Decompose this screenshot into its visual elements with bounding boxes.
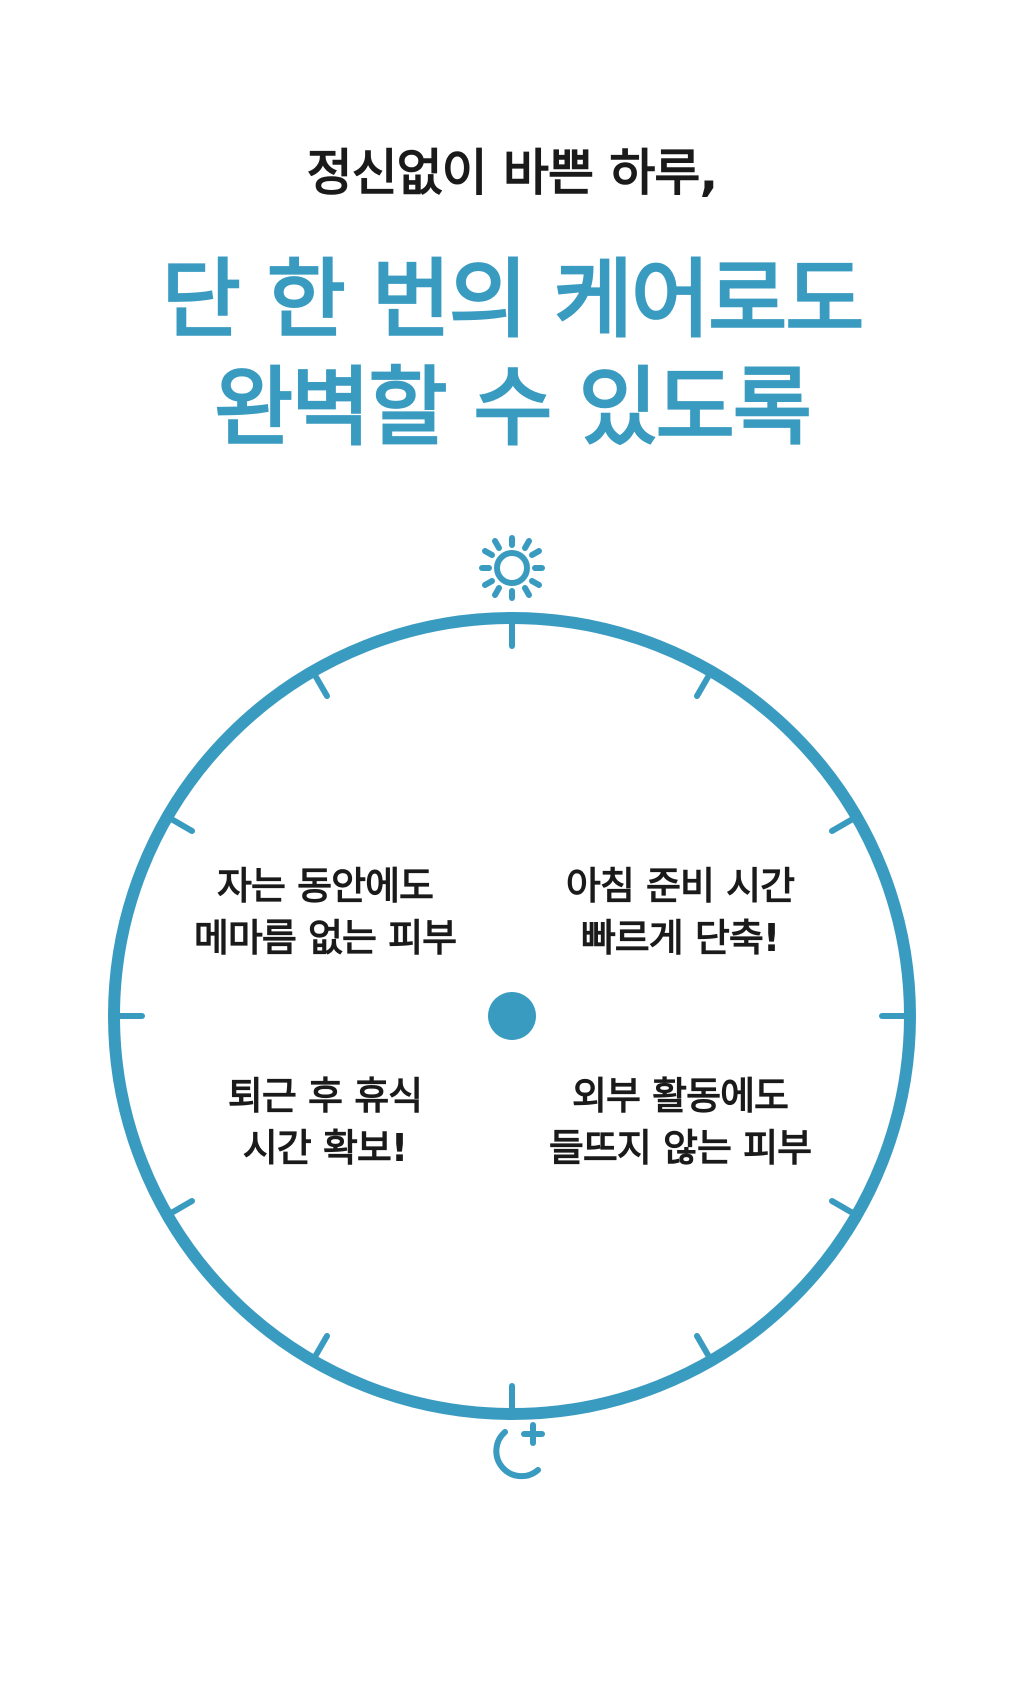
clock-ticks — [117, 621, 907, 1411]
clock-center-dot — [488, 992, 536, 1040]
moon-star-icon — [493, 1422, 545, 1480]
main-title-line-2: 완벽할 수 있도록 — [214, 358, 812, 458]
tick-8 — [170, 1198, 195, 1215]
quadrant-top-right-line-2: 빠르게 단축! — [580, 916, 780, 960]
tick-1 — [694, 674, 711, 699]
tick-11 — [313, 674, 330, 699]
tick-7 — [313, 1333, 330, 1358]
quadrant-top-left-line-2: 메마름 없는 피부 — [193, 916, 457, 960]
quadrant-top-left-line-1: 자는 동안에도 — [217, 864, 434, 908]
clock-ring — [108, 612, 916, 1420]
tick-10 — [170, 817, 195, 834]
quadrant-top-right-text: 아침 준비 시간 빠르게 단축! — [520, 860, 840, 964]
quadrant-bottom-right-text: 외부 활동에도 들뜨지 않는 피부 — [520, 1070, 840, 1174]
subhead: 정신없이 바쁜 하루, — [306, 144, 719, 202]
quadrant-bottom-left-line-1: 퇴근 후 휴식 — [227, 1074, 423, 1118]
tick-5 — [694, 1333, 711, 1358]
main-title-line-1: 단 한 번의 케어로도 — [161, 250, 865, 350]
main-title: 단 한 번의 케어로도 완벽할 수 있도록 — [0, 246, 1024, 462]
quadrant-top-right-line-1: 아침 준비 시간 — [565, 864, 795, 908]
quadrant-top-left-text: 자는 동안에도 메마름 없는 피부 — [165, 860, 485, 964]
quadrant-bottom-left-text: 퇴근 후 휴식 시간 확보! — [165, 1070, 485, 1174]
tick-4 — [829, 1198, 854, 1215]
quadrant-bottom-right-line-2: 들뜨지 않는 피부 — [548, 1126, 812, 1170]
sun-icon — [479, 535, 545, 601]
quadrant-bottom-left-line-2: 시간 확보! — [242, 1126, 408, 1170]
quadrant-bottom-right-line-1: 외부 활동에도 — [572, 1074, 789, 1118]
tick-2 — [829, 817, 854, 834]
